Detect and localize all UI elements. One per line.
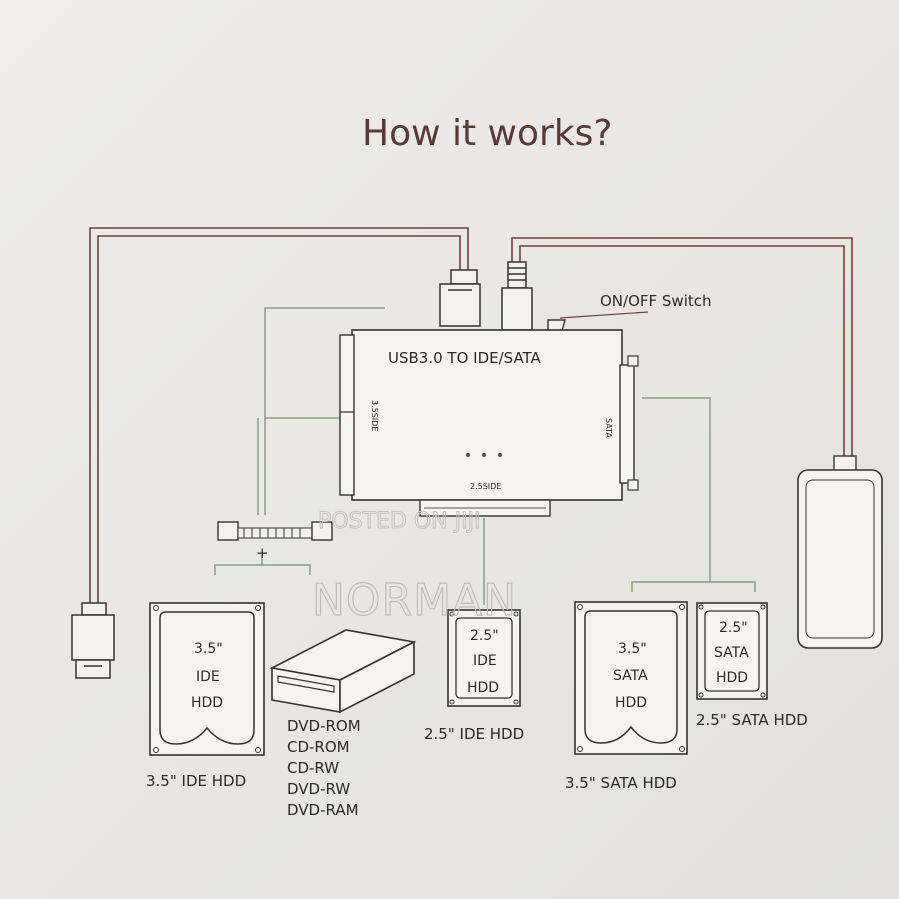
usb-a-plug: [71, 602, 115, 679]
led-indicator: [497, 452, 503, 458]
hdd-3-5-ide: [149, 602, 265, 756]
side-label-left: 3.5SIDE: [370, 400, 379, 431]
hdd-2-5-sata: [696, 602, 768, 700]
hdd-2-5-ide-line3: HDD: [467, 680, 499, 696]
adapter-box: [339, 329, 639, 517]
hdd-2-5-sata-line3: HDD: [716, 670, 748, 686]
adapter-label: USB3.0 TO IDE/SATA: [388, 349, 542, 367]
dc-plug: [501, 261, 533, 331]
power-cable: [511, 237, 853, 458]
side-label-bottom: 2.5SIDE: [470, 482, 501, 491]
watermark-line2: NORMAN: [312, 575, 517, 626]
hdd-3-5-sata-line2: SATA: [613, 668, 648, 684]
hdd-2-5-ide: [447, 609, 521, 707]
power-adapter: [797, 455, 883, 649]
caption-2-5-sata: 2.5" SATA HDD: [696, 711, 808, 729]
hdd-3-5-sata-line3: HDD: [615, 695, 647, 711]
hdd-2-5-sata-line1: 2.5": [719, 620, 748, 636]
hdd-2-5-sata-line2: SATA: [714, 645, 749, 661]
optical-caption: CD-ROM: [287, 738, 350, 756]
switch-label: ON/OFF Switch: [600, 292, 712, 310]
hdd-2-5-ide-line1: 2.5": [470, 628, 499, 644]
hdd-3-5-sata: [574, 601, 688, 755]
polarity-plus: +: [256, 544, 269, 562]
side-label-right: SATA: [604, 418, 613, 438]
page-title: How it works?: [362, 113, 613, 154]
watermark-line1: POSTED ON JIJI: [318, 509, 481, 534]
hdd-3-5-ide-line1: 3.5": [194, 641, 223, 657]
caption-3-5-sata: 3.5" SATA HDD: [565, 774, 677, 792]
optical-caption: CD-RW: [287, 759, 339, 777]
hdd-3-5-sata-line1: 3.5": [618, 641, 647, 657]
usb-plug: [439, 269, 481, 327]
connection-lines: [214, 307, 756, 605]
hdd-3-5-ide-line3: HDD: [191, 695, 223, 711]
led-indicator: [465, 452, 471, 458]
optical-captions: DVD-ROM CD-ROM CD-RW DVD-RW DVD-RAM: [287, 717, 361, 819]
caption-2-5-ide: 2.5" IDE HDD: [424, 725, 524, 743]
led-indicator: [481, 452, 487, 458]
optical-drive: [269, 629, 417, 714]
usb-cable: [89, 227, 469, 605]
molex-power-cable: [217, 521, 333, 541]
optical-caption: DVD-RW: [287, 780, 350, 798]
hdd-3-5-ide-line2: IDE: [196, 669, 220, 685]
hdd-2-5-ide-line2: IDE: [473, 653, 497, 669]
switch-leader-line: [559, 311, 649, 319]
optical-caption: DVD-ROM: [287, 717, 361, 735]
optical-caption: DVD-RAM: [287, 801, 359, 819]
caption-3-5-ide: 3.5" IDE HDD: [146, 772, 246, 790]
